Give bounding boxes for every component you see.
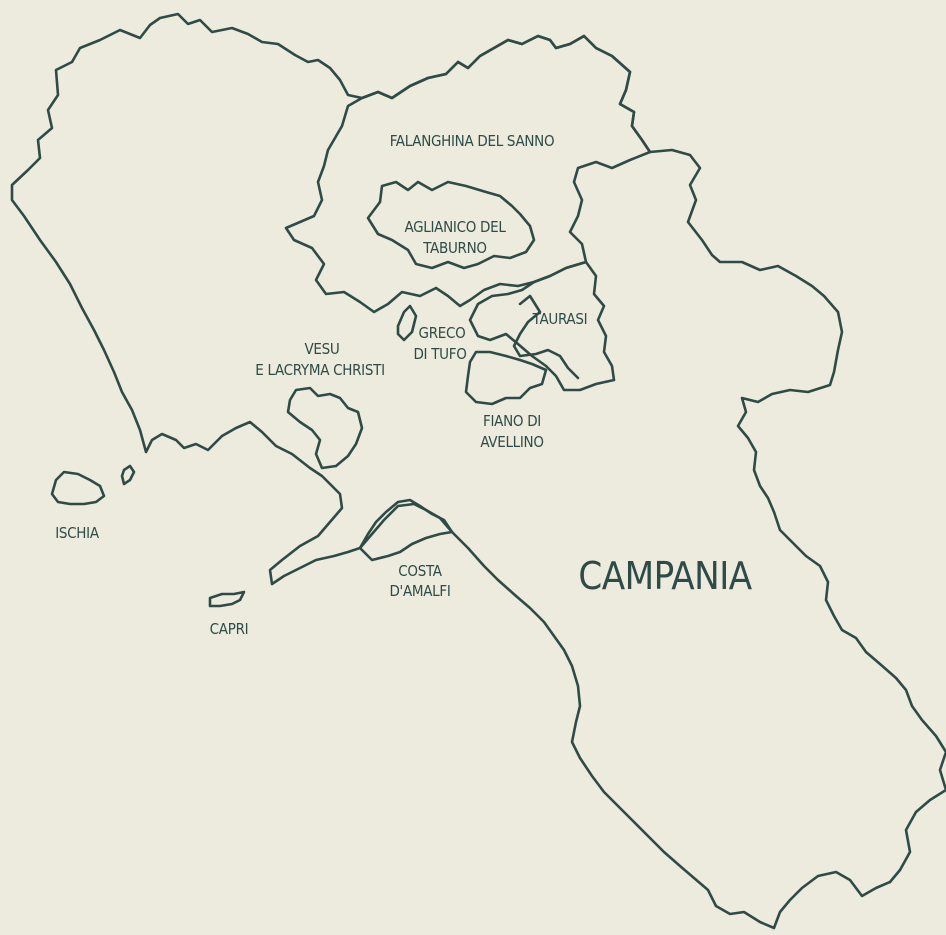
fiano-zone-outline <box>464 350 548 406</box>
fiano-label-line1: FIANO DI <box>483 412 541 430</box>
taurasi-zone-outline <box>468 260 616 392</box>
vesuvio-label-line2: E LACRYMA CHRISTI <box>255 361 385 379</box>
ischia-label: ISCHIA <box>55 524 100 542</box>
aglianico-label-line2: TABURNO <box>422 239 486 257</box>
aglianico-zone-outline <box>366 180 536 270</box>
vesuvio-zone-outline <box>286 386 364 470</box>
taurasi-label: TAURASI <box>532 310 588 328</box>
falanghina-label: FALANGHINA DEL SANNO <box>390 132 555 150</box>
fiano-label-line2: AVELLINO <box>480 433 543 451</box>
taurasi-inner-outline <box>512 294 580 380</box>
procida-island-outline <box>120 464 136 486</box>
greco-tufo-small-outline <box>396 304 418 342</box>
aglianico-label-line1: AGLIANICO DEL <box>404 218 506 236</box>
capri-label: CAPRI <box>210 620 249 638</box>
campania-outline <box>10 12 946 930</box>
costa-label-line2: D'AMALFI <box>389 582 450 600</box>
costa-amalfi-outline <box>358 498 454 562</box>
costa-label-line1: COSTA <box>398 562 442 580</box>
greco-label-line2: DI TUFO <box>413 345 466 363</box>
greco-label-line1: GRECO <box>419 324 466 342</box>
vesuvio-label-line1: VESU <box>304 340 339 358</box>
ischia-island-outline <box>50 470 106 506</box>
capri-island-outline <box>208 590 246 608</box>
campania-region-label: CAMPANIA <box>578 554 752 598</box>
falanghina-zone-outline <box>284 34 652 314</box>
